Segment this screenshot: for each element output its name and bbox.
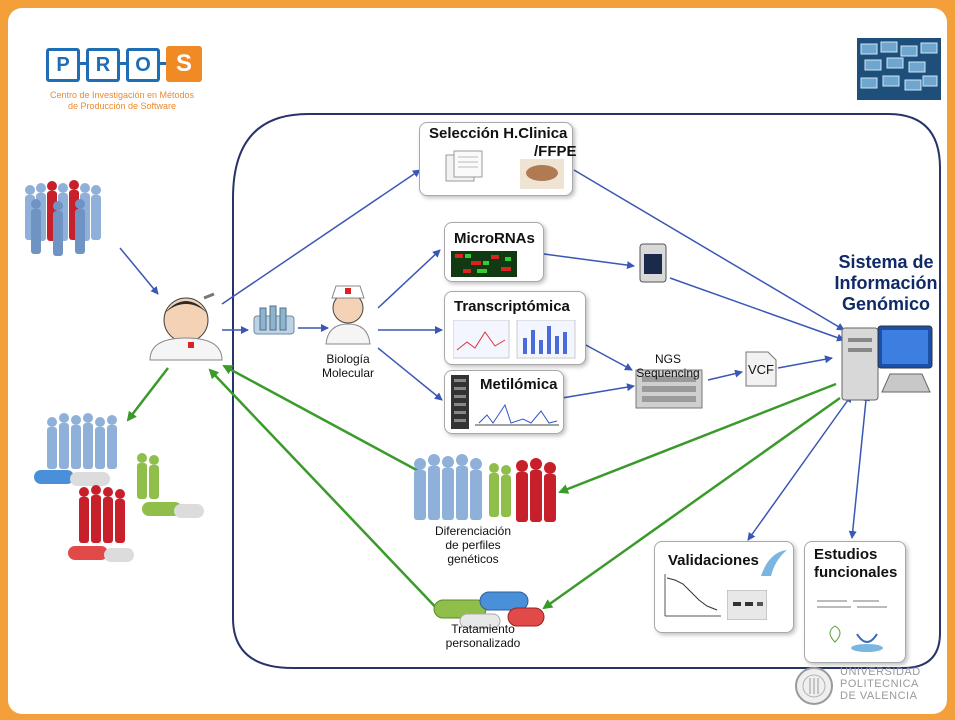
logo-letter: P [46,48,80,82]
logo-connector [159,62,166,65]
methylation-array-image [451,375,469,429]
diagram-canvas [25,113,941,669]
transcriptomica-title: Transcriptómica [454,298,570,315]
records-image [445,150,483,182]
population-crowd [25,180,101,256]
tissue-sample-image [520,159,564,189]
functional-study-image [817,600,887,652]
estudios-line1: Estudios [814,546,878,563]
validaciones-title: Validaciones [668,552,759,569]
logo-connector [119,62,126,65]
upv-line3: DE VALENCIA [840,690,918,702]
green-arrows [126,364,841,617]
patient-groups [34,413,204,562]
vcf-document-icon [745,351,777,387]
ngs-server-icon [635,369,703,409]
pills-icon [433,591,545,629]
diferenciacion-line2: de perfiles [445,538,501,552]
sistema-line1: Sistema de [838,252,934,272]
micrornas-title: MicroRNAs [454,230,535,247]
nurse-figure [325,285,371,345]
logo-letter-s: S [166,46,202,82]
blue-arrows [119,169,870,541]
diferenciacion-line1: Diferenciación [434,524,512,538]
differentiation-crowd [414,454,556,522]
micrornas-card [444,222,544,282]
expression-plots-image [453,320,576,359]
sistema-line3: Genómico [841,294,930,314]
sistema-line2: Información [834,273,938,293]
pros-logo: P R O S Centro de Investigación en Métod… [32,40,222,120]
slide: P R O S Centro de Investigación en Métod… [8,8,947,714]
logo-subtitle-line2: de Producción de Software [67,101,177,111]
upv-line1: UNIVERSIDAD [840,666,921,678]
diferenciacion-line3: genéticos [447,552,499,566]
logo-subtitle-line1: Centro de Investigación en Métodos [49,90,195,100]
validation-curve-image [664,574,721,617]
process-container [232,113,941,669]
seleccion-card [419,122,573,196]
metilomica-card [444,370,564,434]
tratamiento-line1: Tratamiento [451,622,515,636]
ngs-line1: NGS [654,352,681,366]
upv-line2: POLITECNICA [840,678,919,690]
validaciones-card [654,541,794,633]
tratamiento-label: Tratamiento personalizado [428,622,538,650]
methylation-peaks-image [475,403,559,426]
transcriptomica-card [444,291,586,365]
doctor-figure [149,292,223,361]
vcf-label: VCF [748,362,774,377]
data-cubes-image [857,38,941,100]
tratamiento-line2: personalizado [445,636,521,650]
western-blot-image [727,590,767,620]
test-tubes-icon [253,305,295,335]
computer-icon [841,325,933,401]
logo-letter: R [86,48,120,82]
logo-subtitle: Centro de Investigación en Métodos de Pr… [32,90,212,112]
sistema-genomico-title: Sistema de Información Genómico [826,252,946,315]
logo-connector [79,62,86,65]
estudios-title: Estudios funcionales [814,546,897,582]
upv-seal-icon [795,667,833,705]
diferenciacion-label: Diferenciación de perfiles genéticos [418,524,528,566]
biologia-line1: Biología [326,352,370,366]
seleccion-title-line1: Selección H.Clinica [429,125,568,142]
logo-letter: O [126,48,160,82]
biologia-molecular-label: Biología Molecular [308,352,388,380]
estudios-line2: funcionales [814,564,898,581]
heatmap-image [451,251,517,277]
upv-name: UNIVERSIDAD POLITECNICA DE VALENCIA [840,666,921,702]
ngs-line2: Sequencing [636,366,700,380]
biologia-line2: Molecular [321,366,375,380]
metilomica-title: Metilómica [480,376,558,393]
validation-swoosh-icon [761,550,787,576]
sequencer-device-icon [639,243,667,283]
ngs-sequencing-label: NGS Sequencing [628,352,708,380]
estudios-card [804,541,906,663]
seleccion-title-line2: /FFPE [534,143,577,160]
